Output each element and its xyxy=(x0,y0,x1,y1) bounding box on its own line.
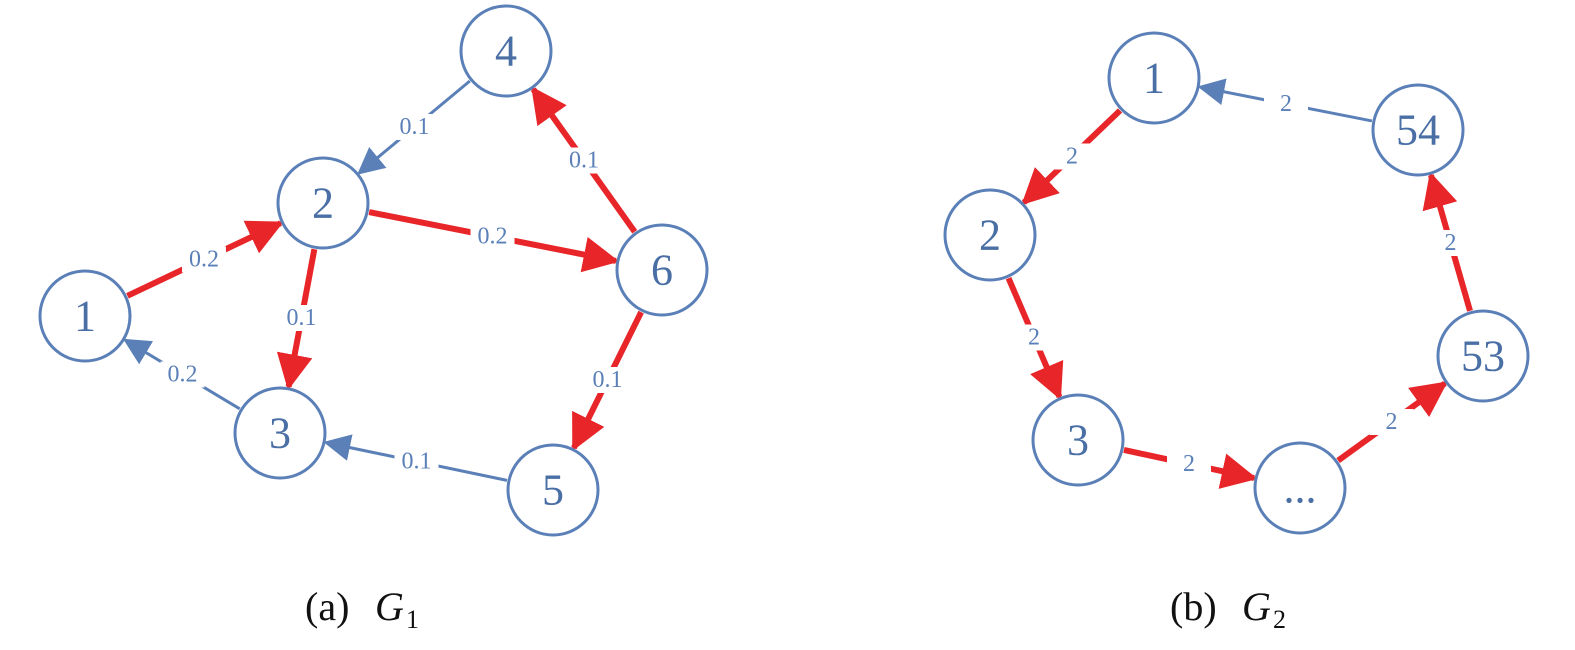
caption-g1-prefix: (a) xyxy=(305,584,349,629)
node-label: 4 xyxy=(495,27,517,76)
edge-weight-label: 2 xyxy=(1445,230,1457,256)
caption-g1: (a) G 1 xyxy=(305,584,419,634)
node-label: ... xyxy=(1284,464,1317,513)
node-g2-dots xyxy=(1253,441,1347,535)
node-label: 1 xyxy=(74,292,96,341)
edge-weight-label: 0.1 xyxy=(593,367,623,393)
edge-weight-label: 0.1 xyxy=(402,449,432,475)
node-label: 5 xyxy=(542,466,564,515)
node-label: 1 xyxy=(1143,54,1165,103)
edge-weight-label: 0.1 xyxy=(400,114,430,140)
node-label: 6 xyxy=(651,246,673,295)
edge-label-bg xyxy=(394,448,439,475)
edge-label-bg xyxy=(1264,91,1308,117)
node-g2-3 xyxy=(1031,393,1125,487)
edge-label-bg xyxy=(392,114,437,140)
node-g1-6 xyxy=(615,223,709,317)
edge-weight-label: 2 xyxy=(1066,144,1078,170)
edge-weight-label: 2 xyxy=(1028,325,1040,351)
edge-label-bg xyxy=(562,147,606,174)
caption-g1-symbol: G xyxy=(375,584,404,629)
graph-g2: 2 2 2 2 2 2 1 2 3... 53 54 xyxy=(943,31,1530,535)
caption-g2-subscript: 2 xyxy=(1273,605,1286,634)
edge-label-bg xyxy=(1428,230,1473,256)
edge-label-bg xyxy=(1050,143,1094,170)
edge-weight-label: 2 xyxy=(1386,409,1398,435)
node-label: 3 xyxy=(1067,416,1089,465)
node-g1-4 xyxy=(459,4,553,98)
edge-label-bg xyxy=(1369,409,1414,435)
edge-label-bg xyxy=(279,305,324,331)
node-g1-2 xyxy=(276,156,370,250)
node-g1-3 xyxy=(233,386,327,480)
edge-label-bg xyxy=(585,367,630,393)
edge-label-bg xyxy=(1167,451,1211,477)
edge-weight-label: 0.2 xyxy=(478,224,508,250)
edge-weight-label: 0.2 xyxy=(189,247,219,273)
caption-g1-subscript: 1 xyxy=(406,605,419,634)
node-label: 2 xyxy=(979,211,1001,260)
node-label: 53 xyxy=(1461,332,1505,381)
node-g2-53 xyxy=(1436,309,1530,403)
graph-g1: 0.2 0.2 0.1 0.1 0.1 0.1 0.1 0.2 1 2 3 4 5 6 xyxy=(38,4,709,537)
edge-label-bg xyxy=(470,223,515,250)
node-label: 3 xyxy=(269,409,291,458)
edge-weight-label: 2 xyxy=(1183,451,1195,477)
edge-label-bg xyxy=(182,246,226,273)
node-g1-1 xyxy=(38,269,132,363)
node-label: 54 xyxy=(1396,106,1440,155)
edge-label-bg xyxy=(160,361,205,388)
node-label: 2 xyxy=(312,179,334,228)
caption-g2: (b) G 2 xyxy=(1170,584,1286,634)
edge-label-bg xyxy=(1012,324,1056,351)
node-g2-2 xyxy=(943,188,1037,282)
edge-weight-label: 0.1 xyxy=(569,148,599,174)
edge-weight-label: 0.2 xyxy=(168,362,198,388)
node-g2-1 xyxy=(1107,31,1201,125)
edge-weight-label: 0.1 xyxy=(287,305,317,331)
edge-weight-label: 2 xyxy=(1280,91,1292,117)
node-g1-5 xyxy=(506,443,600,537)
caption-g2-prefix: (b) xyxy=(1170,584,1217,629)
caption-g2-symbol: G xyxy=(1242,584,1271,629)
node-g2-54 xyxy=(1371,83,1465,177)
